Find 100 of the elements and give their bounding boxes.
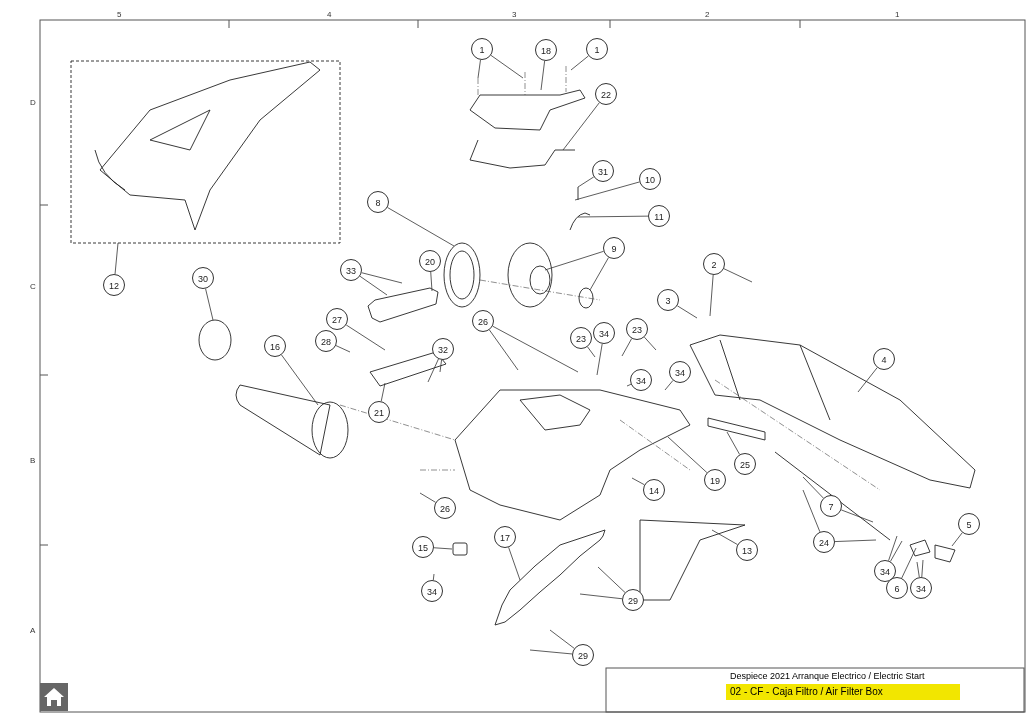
callout-number: 1 [586,38,608,60]
leader-line [676,305,698,319]
callout-number: 17 [494,526,516,548]
callout-number: 34 [669,361,691,383]
callout-number: 26 [434,497,456,519]
leader-line [890,540,903,562]
leader-line [579,593,623,600]
callout-number: 28 [315,330,337,352]
leader-line [577,176,595,188]
leader-line [281,354,319,406]
leader-line [631,477,645,486]
callout-number: 1 [471,38,493,60]
callout-number: 19 [704,469,726,491]
sheet-title: 02 - CF - Caja Filtro / Air Filter Box [726,684,960,700]
leader-line [667,436,708,473]
leader-line [508,547,521,581]
grid-reference: 4 [327,10,332,19]
callout-number: 34 [874,560,896,582]
leader-line [574,181,640,201]
leader-line [570,55,589,71]
callout-number: 26 [472,310,494,332]
leader-line [439,359,442,373]
callout-number: 4 [873,348,895,370]
leader-line [621,338,633,357]
leader-line [477,59,481,79]
callout-number: 33 [340,259,362,281]
grid-reference: B [30,456,36,465]
callout-number: 29 [622,589,644,611]
callout-number: 12 [103,274,125,296]
leader-line [492,325,579,373]
leader-line [359,275,388,296]
callout-number: 10 [639,168,661,190]
callout-number: 23 [570,327,592,349]
leader-line [335,345,351,353]
callout-number: 23 [626,318,648,340]
leader-line [114,242,119,275]
leader-line [205,288,214,321]
callout-number: 14 [643,479,665,501]
callout-number: 5 [958,513,980,535]
leader-line [432,573,435,581]
callout-number: 6 [886,577,908,599]
callout-number: 27 [326,308,348,330]
leader-line [433,547,453,550]
leader-line [361,272,403,284]
leader-line [857,367,878,393]
callout-number: 34 [421,580,443,602]
grid-reference: 1 [895,10,900,19]
leader-line [489,329,519,371]
leader-line [802,489,821,533]
leader-line [626,383,632,387]
leader-line [901,547,917,579]
callout-number: 34 [630,369,652,391]
callout-number: 18 [535,39,557,61]
leader-line [840,509,874,523]
callout-number: 11 [648,205,670,227]
leader-line [562,102,600,151]
grid-reference: D [30,98,36,107]
leader-line [709,274,714,317]
leader-line [387,207,455,247]
leader-line [916,561,920,578]
callout-number: 8 [367,191,389,213]
leader-line [577,215,649,218]
leader-line [723,268,753,283]
leader-line [664,380,674,391]
leader-line [549,629,575,649]
callout-number: 16 [264,335,286,357]
callout-number: 24 [813,531,835,553]
leader-line [380,382,386,402]
callout-number: 34 [910,577,932,599]
callout-number: 29 [572,644,594,666]
drawing-title: Despiece 2021 Arranque Electrico / Electric Start [729,670,926,683]
grid-reference: 3 [512,10,517,19]
grid-reference: C [30,282,36,291]
callout-number: 13 [736,539,758,561]
leader-line [544,250,604,271]
leader-line [597,566,626,593]
leader-line [951,532,963,547]
callout-number: 7 [820,495,842,517]
leader-line [427,358,439,383]
leader-line [921,559,924,578]
leader-line [802,476,824,499]
leader-line [345,324,386,351]
callout-number: 32 [432,338,454,360]
callout-number: 21 [368,401,390,423]
callout-number: 2 [703,253,725,275]
callout-number: 30 [192,267,214,289]
callout-number: 22 [595,83,617,105]
leader-line [644,336,657,351]
leader-line [419,492,436,503]
grid-reference: A [30,626,36,635]
leader-line [834,539,877,542]
leader-line [430,271,433,292]
callout-number: 34 [593,322,615,344]
leader-line [587,346,596,358]
leader-line [529,649,573,655]
leader-line [711,529,738,545]
callout-number: 3 [657,289,679,311]
leader-line [490,54,524,79]
grid-reference: 5 [117,10,122,19]
callout-number: 25 [734,453,756,475]
